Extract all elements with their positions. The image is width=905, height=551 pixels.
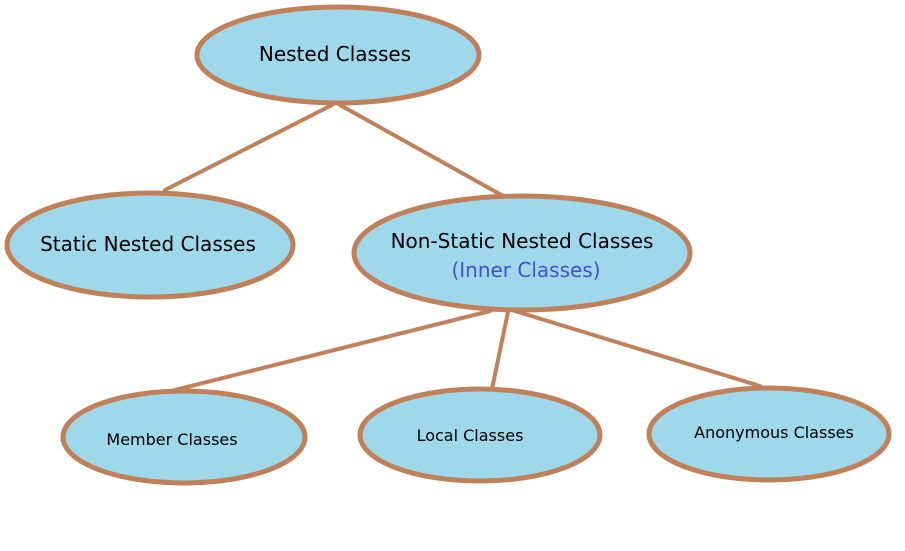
node-inner-classes-sublabel: (Inner Classes): [451, 258, 600, 282]
edge-non-static-to-member: [173, 309, 492, 392]
node-anonymous-classes-label: Anonymous Classes: [694, 423, 854, 442]
node-member-classes-label: Member Classes: [106, 430, 237, 449]
node-non-static-nested-classes: Non-Static Nested Classes (Inner Classes…: [351, 193, 693, 313]
node-non-static-nested-classes-label: Non-Static Nested Classes: [391, 229, 654, 253]
edge-nested-to-non-static: [338, 103, 507, 199]
node-nested-classes: Nested Classes: [194, 4, 482, 106]
node-anonymous-classes: Anonymous Classes: [646, 385, 892, 483]
node-nested-classes-shape: [194, 4, 482, 106]
node-static-nested-classes-shape: [4, 190, 296, 300]
node-member-classes-shape: [60, 388, 308, 486]
connectors: [163, 103, 762, 392]
node-anonymous-classes-shape: [646, 385, 892, 483]
node-local-classes-label: Local Classes: [417, 426, 524, 445]
edge-nested-to-static: [163, 103, 334, 192]
node-static-nested-classes: Static Nested Classes: [4, 190, 296, 300]
node-local-classes-shape: [357, 386, 603, 484]
edge-non-static-to-local: [490, 310, 510, 391]
node-member-classes: Member Classes: [60, 388, 308, 486]
node-static-nested-classes-label: Static Nested Classes: [40, 232, 256, 256]
node-nested-classes-label: Nested Classes: [259, 42, 411, 66]
edge-non-static-to-anonymous: [513, 309, 762, 388]
node-local-classes: Local Classes: [357, 386, 603, 484]
node-non-static-nested-classes-shape: [351, 193, 693, 313]
